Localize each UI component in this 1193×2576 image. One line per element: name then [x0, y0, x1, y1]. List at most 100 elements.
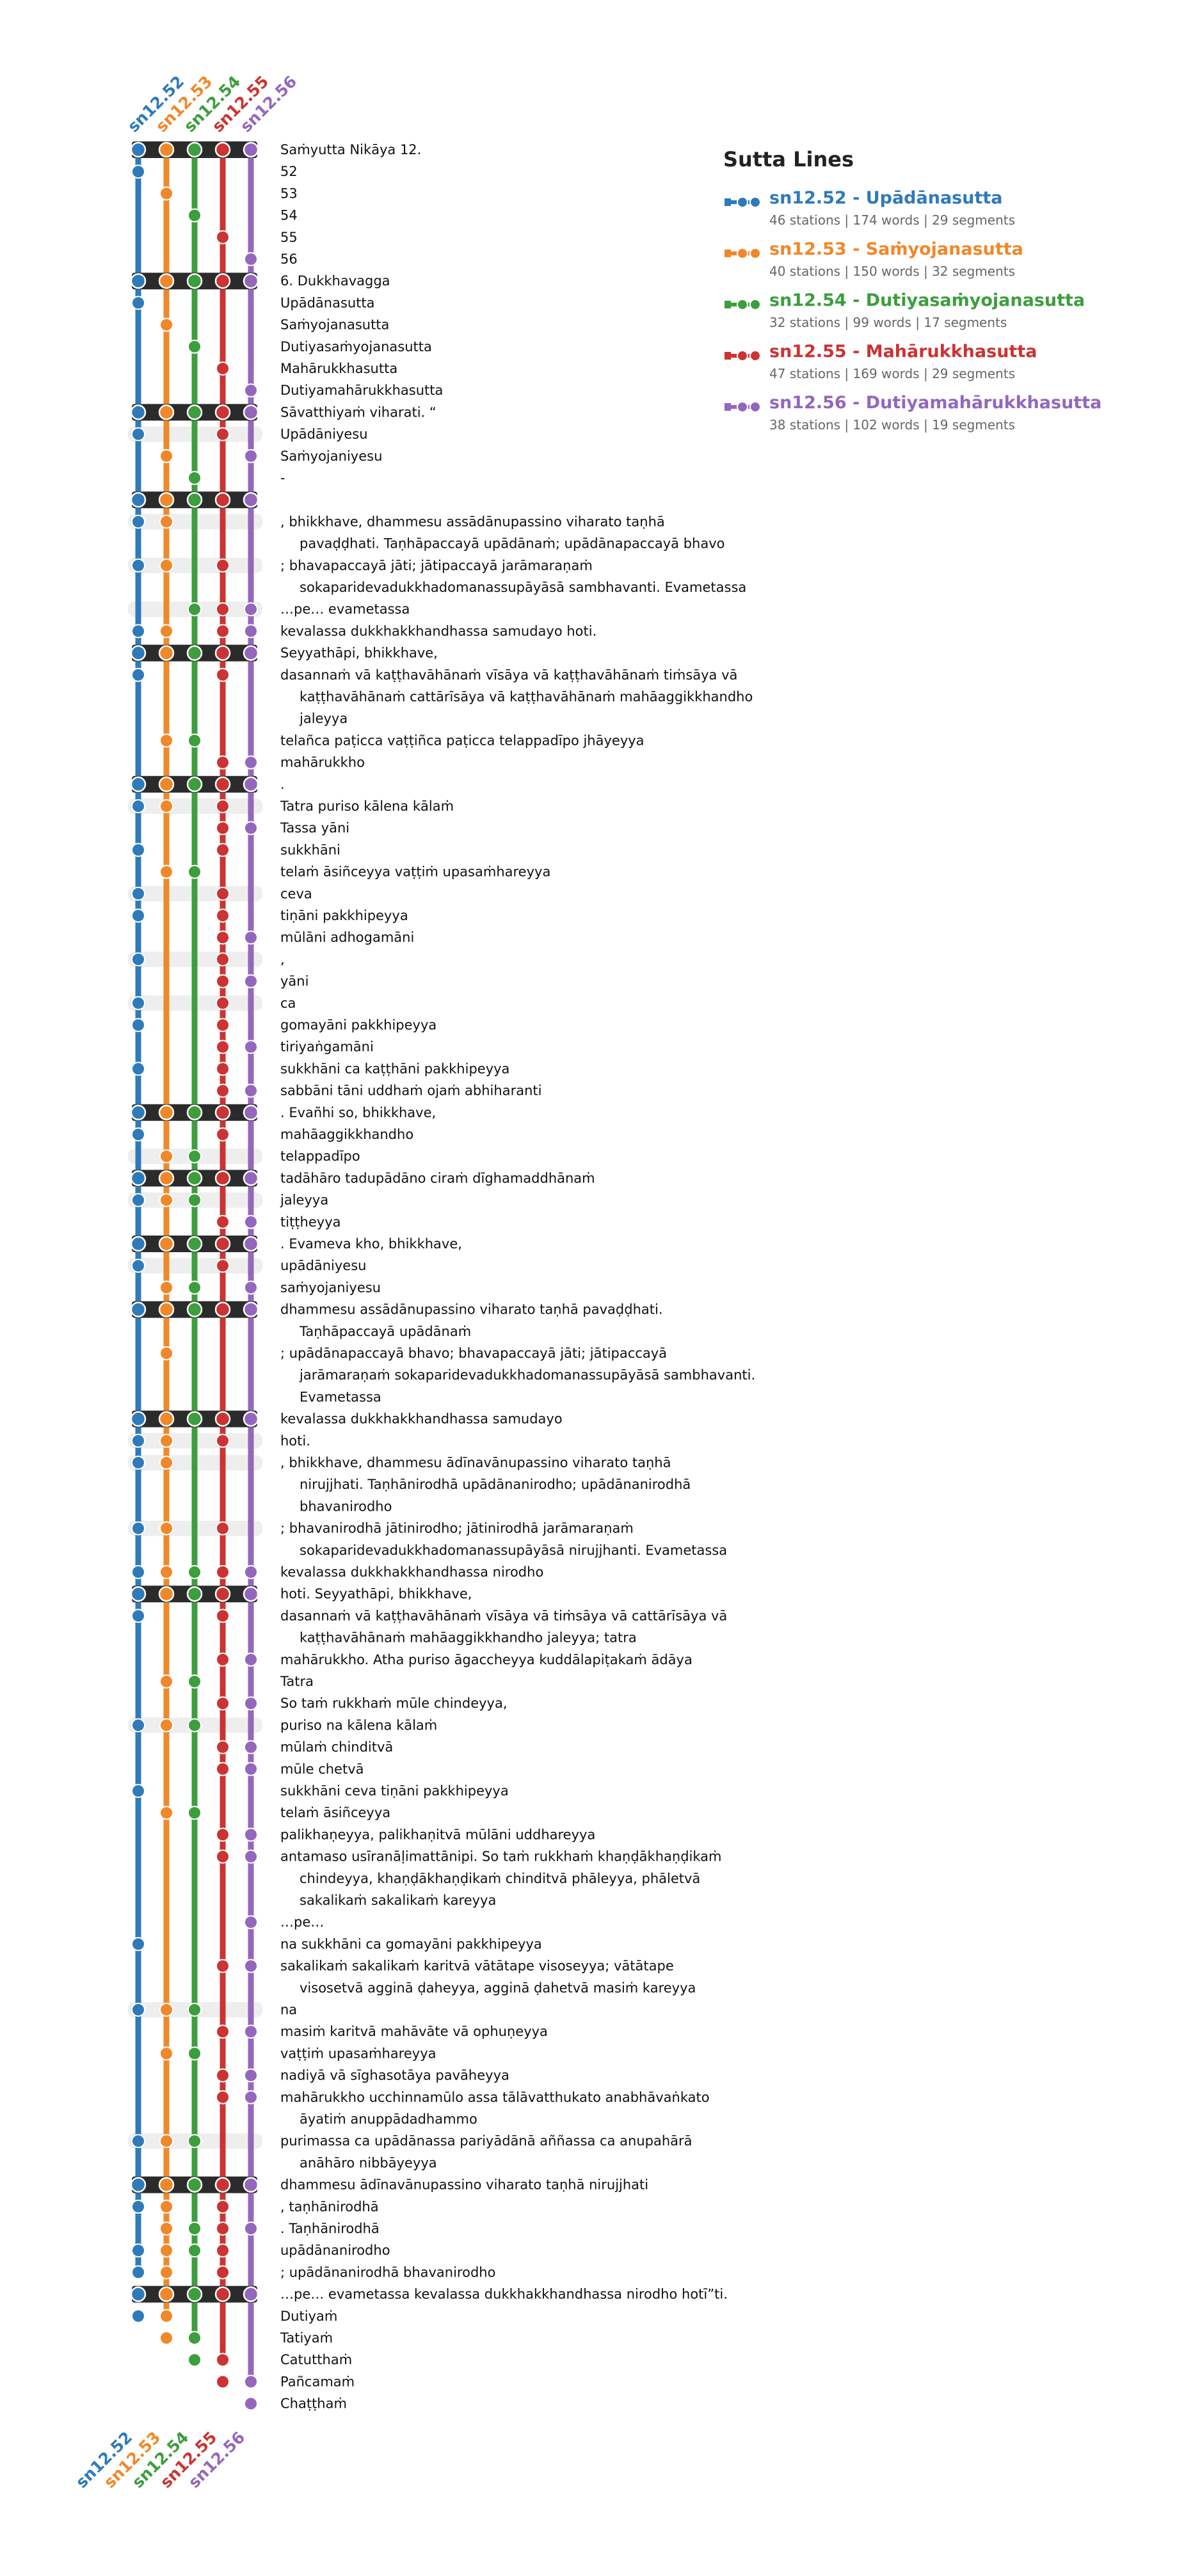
station — [216, 1061, 230, 1076]
station — [188, 733, 202, 748]
row-text: tiṭṭheyya — [280, 1214, 341, 1230]
station — [131, 164, 145, 179]
row-text: telañca paṭicca vaṭṭiñca paṭicca telappa… — [280, 733, 645, 748]
row-text: , taṇhānirodhā — [280, 2199, 379, 2214]
hub-station — [130, 1411, 147, 1427]
row-text: Seyyathāpi, bhikkhave, — [280, 646, 438, 661]
row-text: na sukkhāni ca gomayāni pakkhipeyya — [280, 1936, 542, 1952]
station — [188, 1674, 202, 1689]
hub-station — [130, 404, 147, 420]
row-text: Saṁyojaniyesu — [280, 449, 382, 464]
station — [216, 1083, 230, 1098]
station — [244, 1652, 258, 1667]
hub-station — [243, 1236, 259, 1252]
terminus-station — [188, 2353, 202, 2367]
station — [188, 208, 202, 223]
station — [159, 1521, 173, 1536]
row-text: Sāvatthiyaṁ viharati. “ — [280, 404, 436, 420]
legend-line-name: sn12.53 - Saṁyojanasutta — [769, 239, 1023, 259]
hub-station — [186, 2286, 203, 2302]
hub-station — [158, 1411, 175, 1427]
station — [159, 2046, 173, 2061]
station — [216, 1521, 230, 1536]
hub-station — [158, 1170, 175, 1186]
legend-line-name: sn12.54 - Dutiyasaṁyojanasutta — [769, 290, 1085, 310]
row-text: upādānanirodho — [280, 2243, 390, 2258]
hub-station — [214, 491, 231, 508]
station — [216, 996, 230, 1010]
station — [244, 1849, 258, 1864]
station — [216, 2024, 230, 2039]
station — [188, 2331, 202, 2345]
hub-station — [186, 1170, 203, 1186]
station — [188, 1806, 202, 1820]
row-text: telaṁ āsiñceyya — [280, 1805, 390, 1820]
hub-station — [130, 1170, 147, 1186]
station — [159, 1433, 173, 1448]
station — [131, 1018, 145, 1032]
row-text: jaleyya — [280, 1193, 328, 1208]
row-text: dasannaṁ vā kaṭṭhavāhānaṁ vīsāya vā tiṁs… — [280, 1608, 727, 1623]
hub-station — [186, 645, 203, 661]
row-text: Tatiyaṁ — [280, 2330, 333, 2346]
hub-station — [158, 2177, 175, 2193]
station — [216, 2222, 230, 2236]
hub-station — [243, 1170, 259, 1186]
hub-station — [243, 776, 259, 793]
station — [131, 1609, 145, 1623]
station — [244, 449, 258, 463]
hub-station — [243, 645, 259, 661]
hub-station — [130, 1236, 147, 1252]
station — [216, 930, 230, 945]
legend-swatch-icon — [725, 248, 761, 259]
hub-station — [186, 1236, 203, 1252]
row-text: kaṭṭhavāhānaṁ mahāaggikkhandho jaleyya; … — [300, 1630, 637, 1646]
station — [188, 1565, 202, 1579]
row-text: 53 — [280, 186, 298, 201]
hub-station — [130, 2177, 147, 2193]
station — [216, 1433, 230, 1448]
row-text: , — [280, 951, 285, 967]
row-text: telaṁ āsiñceyya vaṭṭiṁ upasaṁhareyya — [280, 864, 550, 880]
row-text: palikhaṇeyya, palikhaṇitvā mūlāni uddhar… — [280, 1827, 595, 1842]
legend-line-name: sn12.55 - Mahārukkhasutta — [769, 342, 1037, 362]
row-text: gomayāni pakkhipeyya — [280, 1017, 436, 1033]
station — [159, 558, 173, 573]
row-text: mahārukkho. Atha puriso āgaccheyya kuddā… — [280, 1652, 693, 1667]
station — [244, 624, 258, 639]
station — [244, 2090, 258, 2104]
hub-station — [158, 1104, 175, 1121]
station — [131, 667, 145, 682]
legend-line-stats: 46 stations | 174 words | 29 segments — [769, 212, 1016, 228]
hub-station — [158, 273, 175, 289]
row-text: …pe… — [280, 1914, 324, 1930]
station — [159, 2243, 173, 2258]
station — [244, 821, 258, 836]
row-text: Saṁyojanasutta — [280, 317, 389, 333]
legend-line-stats: 40 stations | 150 words | 32 segments — [769, 264, 1016, 279]
hub-station — [214, 1104, 231, 1121]
legend-line-name: sn12.52 - Upādānasutta — [769, 188, 1003, 208]
hub-station — [158, 1236, 175, 1252]
hub-station — [158, 141, 175, 158]
row-text: tiṇāni pakkhipeyya — [280, 908, 408, 923]
legend-line-stats: 47 stations | 169 words | 29 segments — [769, 366, 1016, 381]
row-text: mūle chetvā — [280, 1761, 364, 1777]
row-text: Chaṭṭhaṁ — [280, 2396, 347, 2412]
station — [131, 2265, 145, 2280]
row-text: dhammesu assādānupassino viharato taṇhā … — [280, 1302, 663, 1317]
legend-line-stats: 38 stations | 102 words | 19 segments — [769, 417, 1016, 433]
row-text: puriso na kālena kālaṁ — [280, 1717, 437, 1733]
station — [131, 1718, 145, 1733]
station — [216, 362, 230, 376]
station — [216, 1259, 230, 1273]
station — [188, 1718, 202, 1733]
hub-station — [214, 2177, 231, 2193]
hub-station — [243, 1586, 259, 1602]
station — [244, 755, 258, 770]
row-text: dasannaṁ vā kaṭṭhavāhānaṁ vīsāya vā kaṭṭ… — [280, 667, 737, 683]
row-text: mahāaggikkhandho — [280, 1127, 413, 1142]
hub-station — [214, 2286, 231, 2302]
station — [159, 2309, 173, 2323]
station — [216, 2199, 230, 2214]
